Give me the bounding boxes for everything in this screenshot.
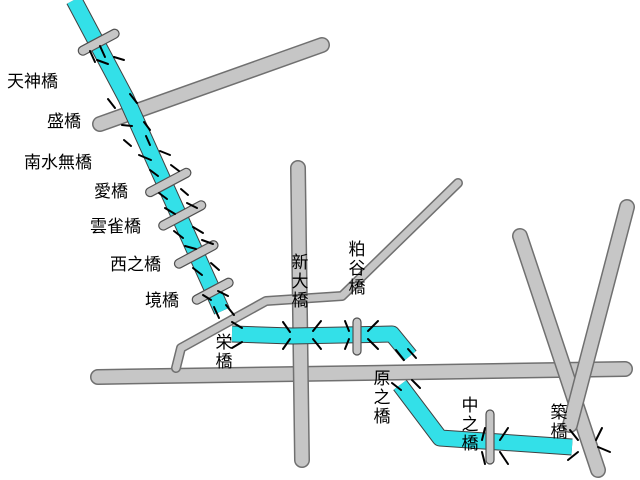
bridge-nakano[interactable] [485, 409, 495, 465]
river-channel-lower [394, 380, 573, 455]
label-mori: 盛橋 [47, 112, 81, 132]
bridge-markers [89, 45, 611, 465]
label-nishino: 西之橋 [110, 255, 161, 275]
label-unjaku: 雲雀橋 [90, 217, 141, 237]
bridge-kasuya[interactable] [352, 317, 362, 356]
river [66, 0, 573, 456]
label-shinoo: 新大橋 [292, 253, 309, 311]
label-sakai: 境橋 [145, 291, 179, 311]
river-channel-middle [231, 326, 416, 361]
bridge-ai[interactable] [144, 167, 192, 198]
bridge-structures [77, 28, 495, 465]
road-network [90, 37, 635, 478]
label-nanzuimu: 南水無橋 [24, 153, 92, 173]
label-tenjin: 天神橋 [7, 72, 58, 92]
bridge-sakai[interactable] [191, 277, 235, 306]
label-sakae: 栄橋 [216, 333, 233, 372]
label-tsuki: 築橋 [551, 403, 568, 442]
label-ai: 愛橋 [94, 182, 128, 202]
bridge-unjaku[interactable] [157, 199, 207, 231]
label-kasuya: 粕谷橋 [349, 240, 366, 298]
label-harano: 原之橋 [374, 369, 391, 427]
label-nakano: 中之橋 [462, 396, 479, 454]
river-channel-upper [67, 0, 229, 315]
bridge-labels: 天神橋 盛橋 南水無橋 愛橋 雲雀橋 西之橋 境橋 栄橋 新大橋 粕谷橋 原之橋… [7, 72, 568, 454]
bridge-nishino[interactable] [173, 239, 220, 269]
